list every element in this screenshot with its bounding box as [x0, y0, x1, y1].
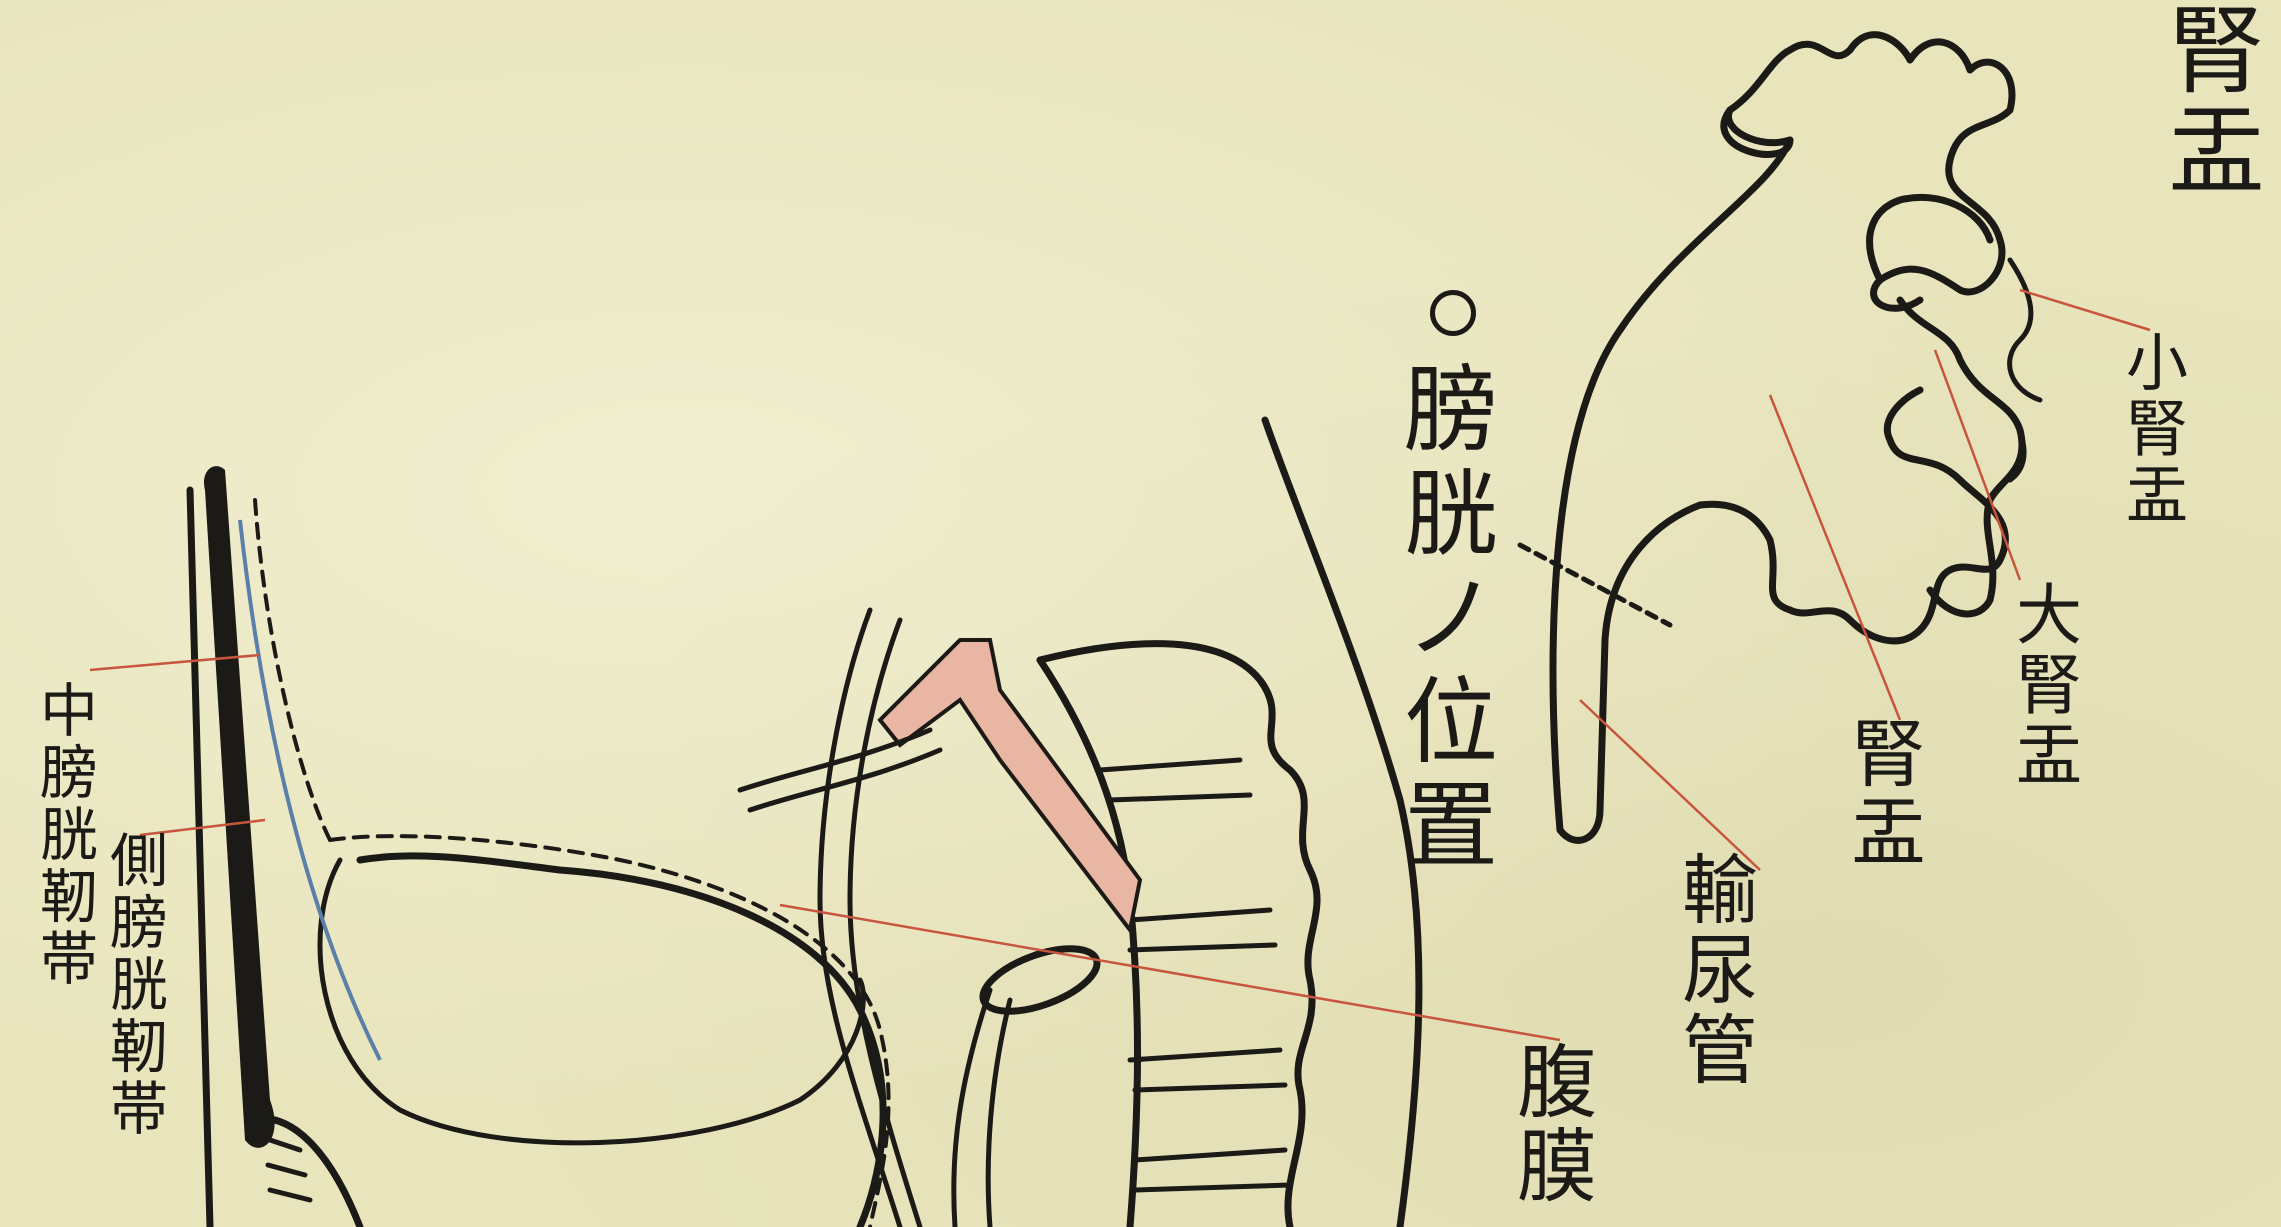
label-median-ligament: 中膀胱靭帯 [35, 680, 93, 990]
sacral-lines [1100, 760, 1290, 1190]
bladder-outline [360, 856, 883, 1227]
label-minor-calyx: 小腎盂 [2120, 330, 2182, 528]
bladder-dashed [330, 836, 889, 1227]
label-kidney-pelvis: 腎盂 [2160, 0, 2256, 200]
calyx-squiggle [2010, 260, 2040, 480]
seminal-duct [954, 990, 1010, 1227]
leader-lines [90, 290, 2150, 1040]
label-lateral-ligament: 側膀胱靭帯 [105, 830, 163, 1140]
urachus-left-line [190, 490, 210, 1227]
label-peritoneum: 腹膜 [1510, 1040, 1590, 1208]
pubis-hatch [268, 1140, 310, 1200]
rectum-outline [1040, 660, 1138, 1227]
urachus-column [204, 466, 275, 1148]
title-circle-mark [1430, 290, 1476, 336]
urachus-dashed [255, 500, 330, 840]
bladder-inner [320, 860, 863, 1143]
label-major-calyx: 大腎盂 [2010, 580, 2076, 790]
label-ureter: 輸尿管 [1675, 850, 1751, 1090]
page-title: 膀胱ノ位置 [1395, 360, 1489, 880]
label-pelvis: 腎盂 [1845, 715, 1919, 871]
vas-lines [740, 730, 940, 810]
calyx-lower [1560, 390, 2005, 840]
title-pointer [1520, 545, 1670, 625]
